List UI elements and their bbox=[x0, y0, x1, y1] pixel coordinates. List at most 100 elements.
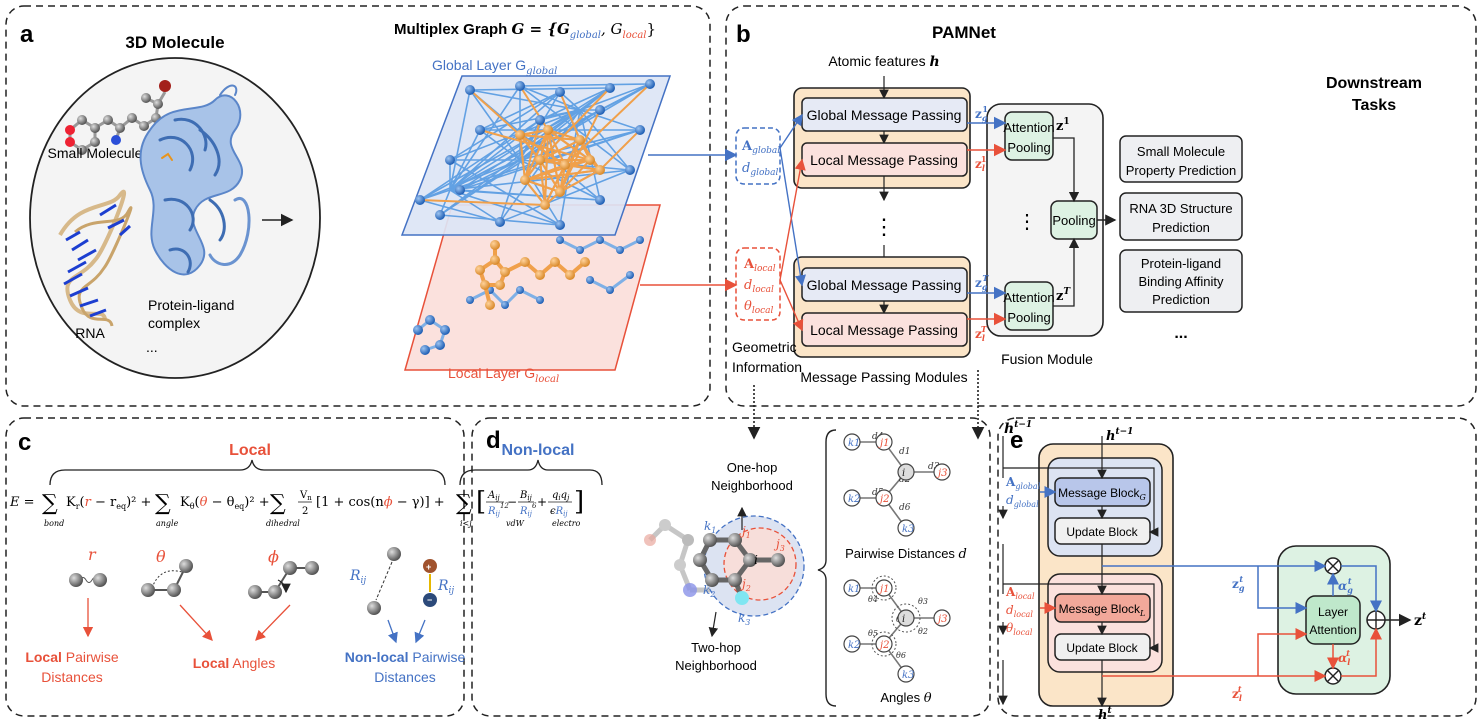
fusion-vdots: ⋮ bbox=[1017, 211, 1037, 233]
geometric-info-label-1: Geometric bbox=[732, 339, 797, 355]
downstream-title-1: Downstream bbox=[1326, 75, 1422, 92]
zl1-label: zl1 bbox=[975, 154, 986, 173]
graph-node-global bbox=[455, 185, 465, 195]
tree-node-k1 bbox=[843, 579, 861, 597]
zT-label: zT bbox=[1056, 287, 1071, 304]
tree-node-label: i bbox=[902, 468, 905, 479]
bond-term: Kr(r − req)² + bbox=[66, 495, 151, 511]
angle-term: Kθ(θ − θeq)² + bbox=[180, 495, 270, 511]
distance-label: d1 bbox=[899, 447, 911, 457]
graph-node-global bbox=[635, 125, 645, 135]
message-block-l-label: Message BlockL bbox=[1059, 602, 1146, 618]
h-prev-label: ht−1 bbox=[1004, 420, 1032, 437]
svg-text:E =: E = bbox=[9, 495, 35, 510]
mp-modules-label: Message Passing Modules bbox=[800, 369, 967, 385]
graph-node-ligand bbox=[543, 125, 553, 135]
pairwise-distances-label: Pairwise Distances d bbox=[845, 546, 967, 562]
svg-text:ϵRij: ϵRij bbox=[550, 506, 568, 518]
graph-node-ligand bbox=[540, 200, 550, 210]
tree-node-k2 bbox=[843, 635, 861, 653]
svg-text:∑: ∑ bbox=[456, 491, 472, 516]
energy-equation: E = ∑ Kr(r − req)² + bond ∑ Kθ(θ − θeq)²… bbox=[9, 487, 584, 528]
protein-label-line2: complex bbox=[148, 315, 200, 331]
nonlocal-brace bbox=[459, 459, 603, 486]
local-header: Local bbox=[229, 442, 271, 459]
graph-node-global bbox=[515, 81, 525, 91]
svg-text:i<j: i<j bbox=[460, 519, 472, 528]
panel-d-frame bbox=[471, 417, 991, 717]
panel-a-letter: a bbox=[20, 21, 34, 48]
panel-e-letter: e bbox=[1010, 427, 1023, 454]
alpha-g-label: αgt bbox=[1338, 576, 1353, 595]
graph-node-global bbox=[625, 165, 635, 175]
tree-node-label: j2 bbox=[878, 640, 889, 651]
graph-node-global bbox=[645, 79, 655, 89]
graph-node-global bbox=[445, 155, 455, 165]
task-2-line2: Prediction bbox=[1152, 220, 1210, 235]
global-mp-label-1: Global Message Passing bbox=[807, 107, 962, 123]
e-in-local-A: Alocal bbox=[1005, 585, 1035, 601]
graph-node-global bbox=[595, 105, 605, 115]
multiply-op-global bbox=[1324, 557, 1342, 575]
svg-text:electro: electro bbox=[552, 519, 581, 528]
graph-node-ligand bbox=[575, 135, 585, 145]
tree-node-label: j1 bbox=[878, 584, 889, 595]
local-layer-label: Local Layer Glocal bbox=[448, 365, 559, 385]
atomic-features-label: Atomic features h bbox=[828, 53, 939, 70]
angle-arc bbox=[871, 631, 897, 657]
tasks-ellipsis: ... bbox=[1174, 325, 1187, 342]
svg-text:dihedral: dihedral bbox=[266, 519, 300, 528]
rna-illustration bbox=[58, 189, 133, 327]
svg-text:Bij: Bij bbox=[519, 490, 533, 502]
angle-label: θ3 bbox=[918, 597, 928, 606]
svg-text:Rij6: Rij6 bbox=[519, 502, 537, 518]
e-in-global-d: dglobal bbox=[1006, 493, 1039, 509]
protein-label-line1: Protein-ligand bbox=[148, 297, 234, 313]
rna-label: RNA bbox=[75, 325, 105, 341]
panel-a-frame bbox=[5, 5, 711, 407]
svg-text:[: [ bbox=[476, 487, 486, 517]
svg-text:θ: θ bbox=[156, 547, 166, 566]
one-hop-label-1: One-hop bbox=[727, 460, 778, 475]
graph-node-ligand bbox=[555, 187, 565, 197]
svg-text:ϕ: ϕ bbox=[268, 547, 279, 566]
tree-node-j1 bbox=[875, 433, 893, 451]
tree-node-j3 bbox=[933, 609, 951, 627]
graph-node-global bbox=[595, 195, 605, 205]
geo-global-A: Aglobal bbox=[741, 139, 780, 156]
tree-node-label: i bbox=[902, 614, 905, 625]
graph-node-ligand bbox=[535, 155, 545, 165]
task-2-line1: RNA 3D Structure bbox=[1129, 201, 1232, 216]
task-box-small-molecule bbox=[1119, 135, 1243, 183]
local-angles-label: Local Angles bbox=[193, 655, 276, 671]
svg-text:Aij: Aij bbox=[487, 490, 500, 502]
layer-attention-line1: Layer bbox=[1318, 605, 1348, 619]
geo-local-d: dlocal bbox=[744, 278, 774, 295]
pooling-label: Pooling bbox=[1052, 213, 1095, 228]
nonlocal-distance-illustration: Rij + − Rij bbox=[349, 547, 454, 644]
panel-b-letter: b bbox=[736, 21, 751, 48]
angle-label: θ6 bbox=[896, 651, 906, 660]
graph-node-ligand bbox=[595, 165, 605, 175]
tree-node-k3 bbox=[897, 665, 915, 683]
graph-node-global bbox=[605, 83, 615, 93]
angle-label: θ5 bbox=[868, 629, 878, 638]
tree-node-j2 bbox=[875, 635, 893, 653]
attention-pooling-box-1 bbox=[1004, 111, 1054, 161]
svg-text:−: − bbox=[427, 595, 432, 605]
panel-c-letter: c bbox=[18, 429, 31, 456]
e-in-global-A: Aglobal bbox=[1005, 475, 1041, 491]
neighborhood-illustration: j1 j2 j3 i k1 k2 k3 bbox=[644, 506, 805, 638]
z1-label: z1 bbox=[1056, 117, 1070, 134]
h-t-minus-1-label: ht−1 bbox=[1106, 427, 1133, 444]
bond-angle-illustration: θ bbox=[141, 547, 213, 641]
ellipsis-label: ... bbox=[146, 339, 158, 355]
tree-node-i bbox=[897, 609, 915, 627]
angle-arc bbox=[871, 575, 897, 601]
task-3-line2: Binding Affinity bbox=[1138, 274, 1224, 289]
svg-text:−: − bbox=[507, 495, 517, 509]
svg-text:angle: angle bbox=[156, 519, 179, 528]
fusion-module-label: Fusion Module bbox=[1001, 351, 1093, 367]
svg-text:+: + bbox=[537, 495, 547, 509]
